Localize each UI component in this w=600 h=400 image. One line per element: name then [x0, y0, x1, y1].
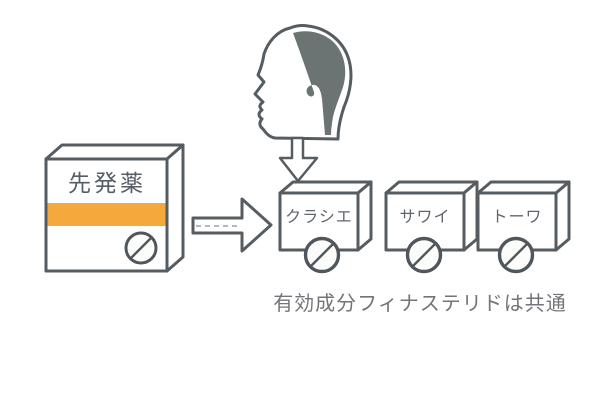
brand-box-label: 先発薬	[68, 171, 146, 197]
generic-box-1-label: クラシエ	[285, 207, 353, 226]
brand-box-side-face	[165, 143, 185, 273]
generic-box-3-label: トーワ	[491, 207, 542, 226]
down-arrow-shape	[278, 136, 319, 183]
generic-box-2-side-face	[462, 180, 479, 252]
generic-box-2: サワイ	[384, 180, 479, 274]
tablet-pill-icon	[497, 236, 535, 274]
generic-box-1-side-face	[356, 180, 373, 252]
tablet-score-line	[310, 243, 334, 267]
right-arrow-shape	[191, 197, 273, 253]
brand-box-top-face	[44, 143, 185, 161]
brand-drug-box: 先発薬	[44, 143, 185, 273]
generic-box-2-top-face	[384, 180, 479, 195]
generic-box-2-label: サワイ	[399, 207, 450, 226]
generic-box-1: クラシエ	[278, 180, 373, 274]
tablet-pill-icon	[303, 236, 341, 274]
tablet-score-line	[129, 236, 153, 260]
hair-shape	[293, 31, 346, 135]
caption: 有効成分フィナステリドは共通	[273, 291, 567, 315]
tablet-score-line	[504, 243, 528, 267]
head-profile-icon	[253, 24, 353, 141]
tablet-score-line	[412, 243, 436, 267]
generic-box-3-top-face	[476, 180, 571, 195]
generic-box-3-side-face	[554, 180, 571, 252]
tablet-pill-icon	[405, 236, 443, 274]
generic-box-3: トーワ	[476, 180, 571, 274]
brand-box-accent-stripe	[47, 203, 166, 226]
generic-box-1-top-face	[278, 180, 373, 195]
brand-box-front-outline	[44, 157, 169, 273]
down-arrow-icon	[278, 136, 319, 183]
tablet-pill-icon	[124, 231, 158, 265]
right-arrow-icon	[191, 197, 273, 253]
